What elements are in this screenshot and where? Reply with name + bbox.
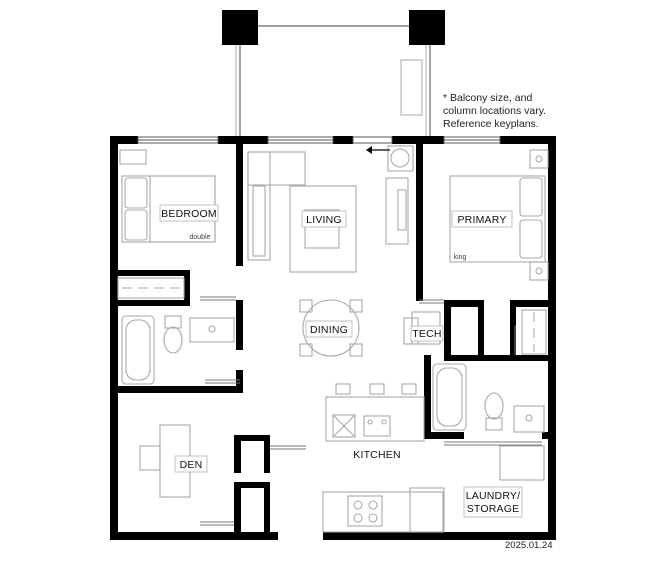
room-labels: BEDROOM double LIVING PRIMARY king DININ… (159, 204, 523, 518)
room-label-den: DEN (180, 459, 203, 471)
plan-date: 2025.01.24 (505, 540, 553, 551)
note-line: column locations vary. (443, 105, 547, 117)
room-label-laundry: LAUNDRY/ (466, 490, 521, 502)
interior-walls (110, 136, 556, 540)
room-label-dining: DINING (310, 324, 348, 336)
balcony-note: * Balcony size, and column locations var… (443, 92, 546, 131)
furniture (117, 145, 549, 533)
room-label-primary: PRIMARY (457, 214, 506, 226)
bed-label-double: double (189, 234, 210, 241)
bed-label-king: king (454, 254, 467, 261)
room-label-storage: STORAGE (467, 503, 520, 515)
room-label-kitchen: KITCHEN (353, 449, 401, 461)
note-line: Reference keyplans. (443, 118, 539, 130)
room-label-tech: TECH (412, 328, 441, 340)
room-label-bedroom: BEDROOM (161, 208, 217, 220)
room-label-living: LIVING (306, 214, 342, 226)
windows (137, 136, 501, 144)
doors (200, 296, 542, 526)
arrow-icon (366, 146, 390, 154)
balcony (222, 10, 445, 136)
note-line: * Balcony size, and (443, 92, 533, 104)
exterior-walls (110, 136, 556, 540)
